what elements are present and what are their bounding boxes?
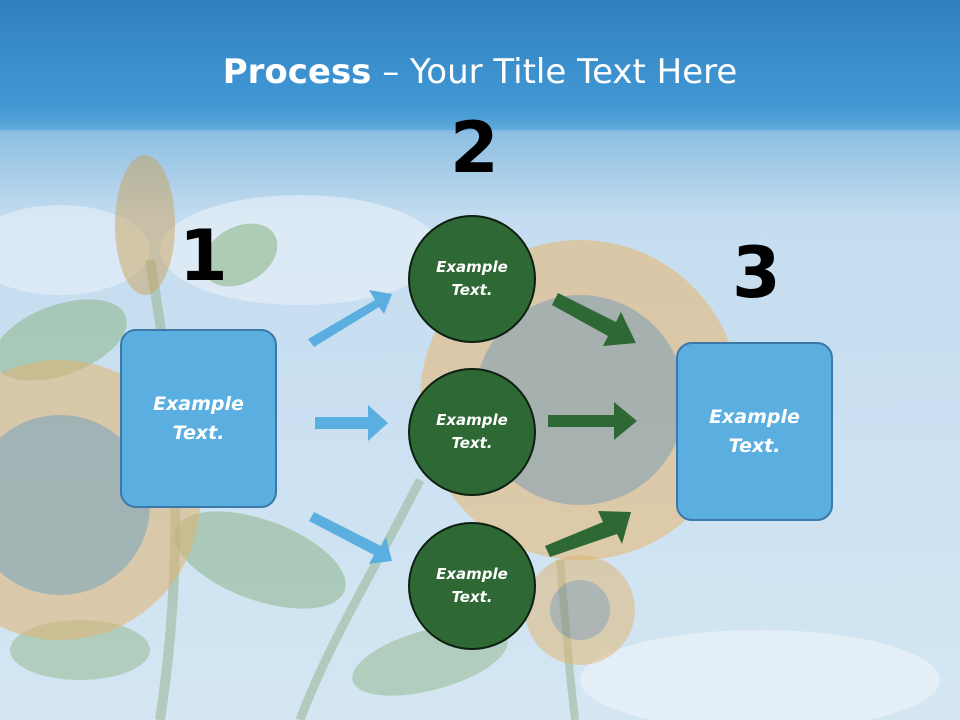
title-bold-part: Process [222,52,372,92]
step-1-text: Example Text. [153,392,244,444]
title-band [0,0,960,130]
circle-1-text: Example Text. [436,258,508,299]
step-number-2: 2 [450,107,499,189]
slide-title: Process – Your Title Text Here [0,52,960,92]
step-3-text: Example Text. [709,405,800,457]
step-number-3: 3 [732,232,781,314]
step-1-box: Example Text. [120,329,277,508]
circle-3-text: Example Text. [436,565,508,606]
circle-2-text: Example Text. [436,411,508,452]
step-2-circle-2: Example Text. [408,368,536,496]
step-3-box: Example Text. [676,342,833,521]
step-2-circle-3: Example Text. [408,522,536,650]
step-2-circle-1: Example Text. [408,215,536,343]
step-number-1: 1 [179,215,228,297]
title-rest-part: – Your Title Text Here [371,52,738,92]
